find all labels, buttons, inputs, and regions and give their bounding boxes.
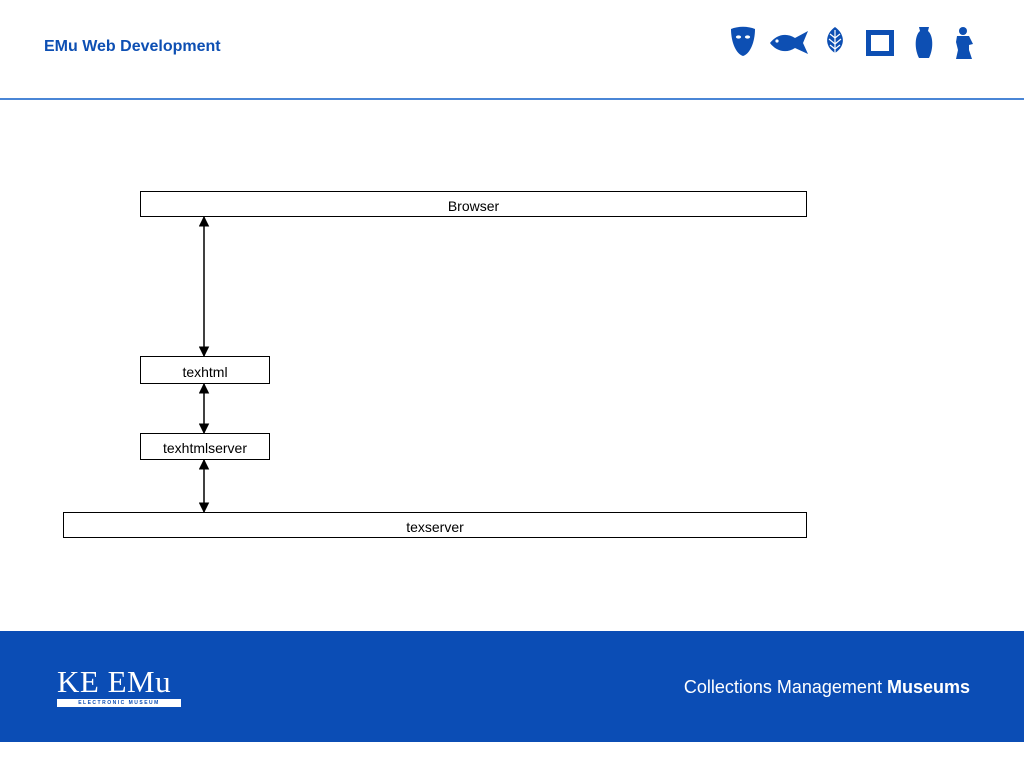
header-icons bbox=[724, 26, 984, 62]
tagline-bold: Museums bbox=[886, 677, 970, 697]
statue-icon bbox=[956, 27, 973, 59]
node-texhtmlserver: texhtmlserver bbox=[140, 433, 270, 460]
fish-icon bbox=[770, 31, 808, 54]
node-texhtml: texhtml bbox=[140, 356, 270, 384]
page-title: EMu Web Development bbox=[44, 38, 221, 55]
tagline-regular: Collections Management bbox=[683, 677, 882, 697]
ke-emu-logo: KE EMu bbox=[57, 664, 172, 699]
header-divider bbox=[0, 98, 1024, 100]
footer-tagline: Collections Management Museums bbox=[684, 677, 970, 698]
node-browser: Browser bbox=[140, 191, 807, 217]
mask-icon bbox=[731, 26, 755, 56]
node-texserver: texserver bbox=[63, 512, 807, 538]
logo-subtext: ELECTRONIC MUSEUM bbox=[57, 699, 181, 707]
leaf-icon bbox=[827, 27, 843, 57]
footer-band: KE EMu ELECTRONIC MUSEUM Collections Man… bbox=[0, 631, 1024, 742]
frame-icon bbox=[866, 30, 894, 56]
vase-icon bbox=[915, 27, 933, 58]
